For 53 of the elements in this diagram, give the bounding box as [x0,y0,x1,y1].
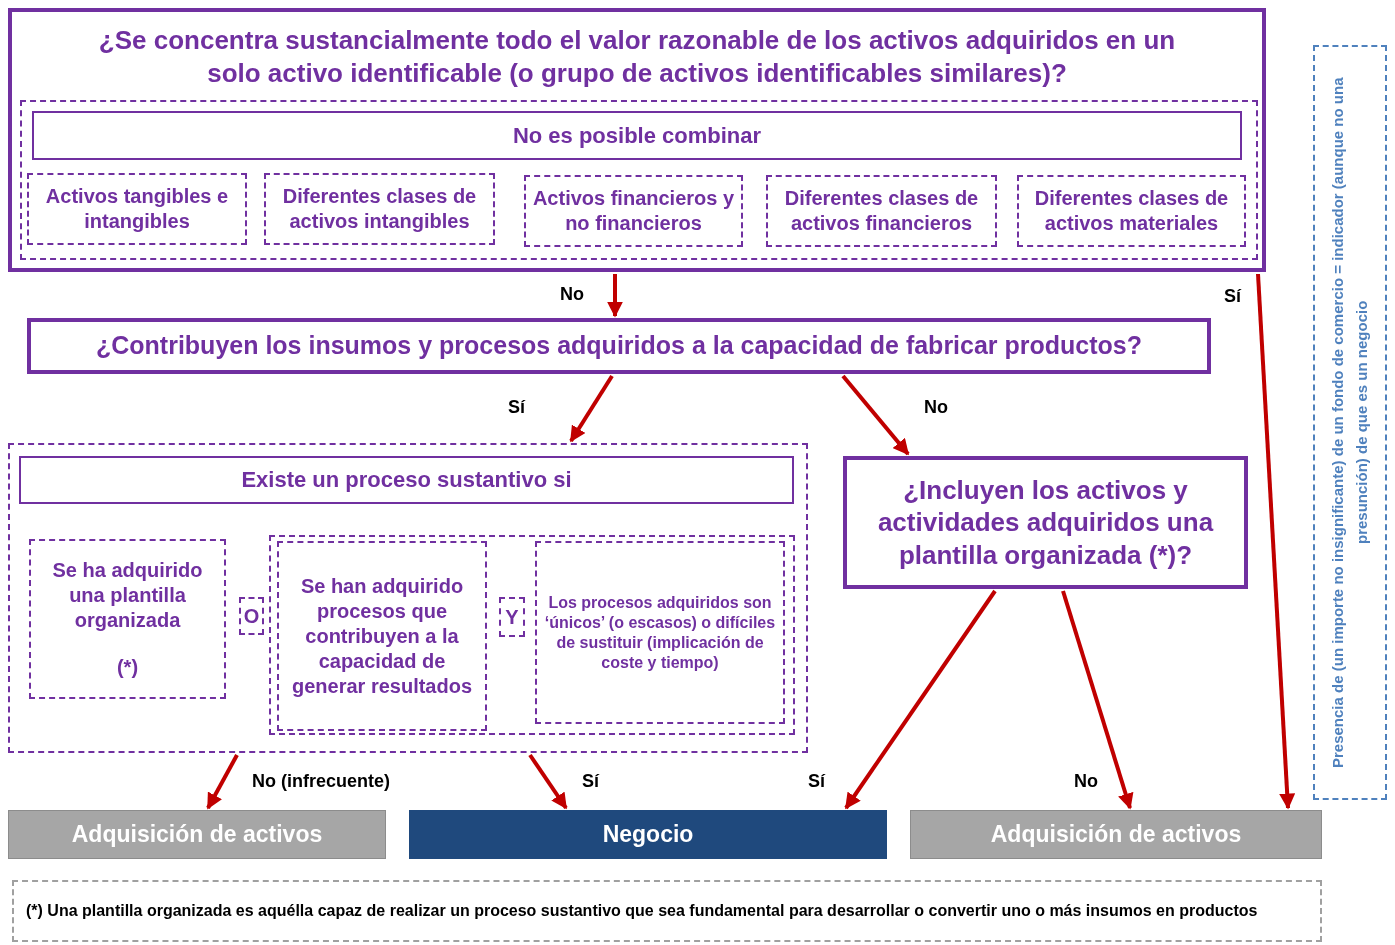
dashed-frame [8,443,808,753]
condition-box [766,175,997,247]
question-text: ¿Se concentra sustancialmente todo el valor razonable de los activos adquiridos en un solo activo identificable (o grupo de activos identificables similares)? [97,24,1177,89]
outcome-box [8,810,386,859]
arrow [206,754,239,810]
arrow [1256,273,1296,810]
box-text: Diferentes clases de activos financieros [783,186,980,236]
box-text: (*) [116,655,139,680]
condition-box [27,173,247,245]
condition-box [535,541,785,724]
box-text: Presencia de (un importe no insignificante) de un fondo de comercio = indicador (aunque no una presunción) de que es un negocio [1328,76,1371,770]
box-text: Los procesos adquiridos son ‘únicos’ (o escasos) o difíciles de sustituir (implicación de coste y tiempo) [543,592,777,673]
arrow [569,374,614,443]
edge-label: No (infrecuente) [250,771,392,792]
box-text: Adquisición de activos [71,820,323,849]
dashed-frame [20,100,1258,260]
question-box [27,318,1211,374]
condition-box [499,597,525,637]
footnote-box [12,880,1322,942]
box-text: Diferentes clases de activos intangibles [281,184,478,234]
note-box [1313,45,1387,800]
box-text: Se han adquirido procesos que contribuyen a la capacidad de generar resultados [290,573,474,699]
box-text: Activos financieros y no financieros [532,186,735,236]
box-text: No es posible combinar [512,121,762,150]
condition-box [29,539,226,699]
box-text: O [243,603,260,629]
outcome-box [910,810,1322,859]
box-text: Activos tangibles e intangibles [44,184,230,234]
condition-box [264,173,495,245]
question-box [8,8,1266,272]
arrow [607,274,623,318]
condition-box [524,175,743,247]
arrow [841,374,910,456]
arrow [844,589,997,810]
condition-box [277,541,487,731]
box-text: Diferentes clases de activos materiales [1033,186,1230,236]
question-box [843,456,1248,589]
question-text: ¿Contribuyen los insumos y procesos adquiridos a la capacidad de fabricar productos? [95,330,1143,362]
condition-box [1017,175,1246,247]
box-text: Negocio [602,820,694,849]
box-text: Se ha adquirido una plantilla organizada [51,558,204,633]
arrow [1061,590,1134,810]
outcome-box [409,810,887,859]
dashed-frame [269,535,795,735]
heading-box [32,111,1242,160]
heading-box [19,456,794,504]
footnote-text: (*) Una plantilla organizada es aquélla capaz de realizar un proceso sustantivo que sea fundamental para desarrollar o convertir uno o más insumos en productos [26,901,1258,921]
box-text: Existe un proceso sustantivo si [241,466,572,494]
condition-box [239,597,264,635]
arrow [528,753,568,810]
box-text: Y [505,604,519,630]
question-text: ¿Incluyen los activos y actividades adquiridos una plantilla organizada (*)? [876,473,1215,572]
box-text: Adquisición de activos [990,820,1242,849]
